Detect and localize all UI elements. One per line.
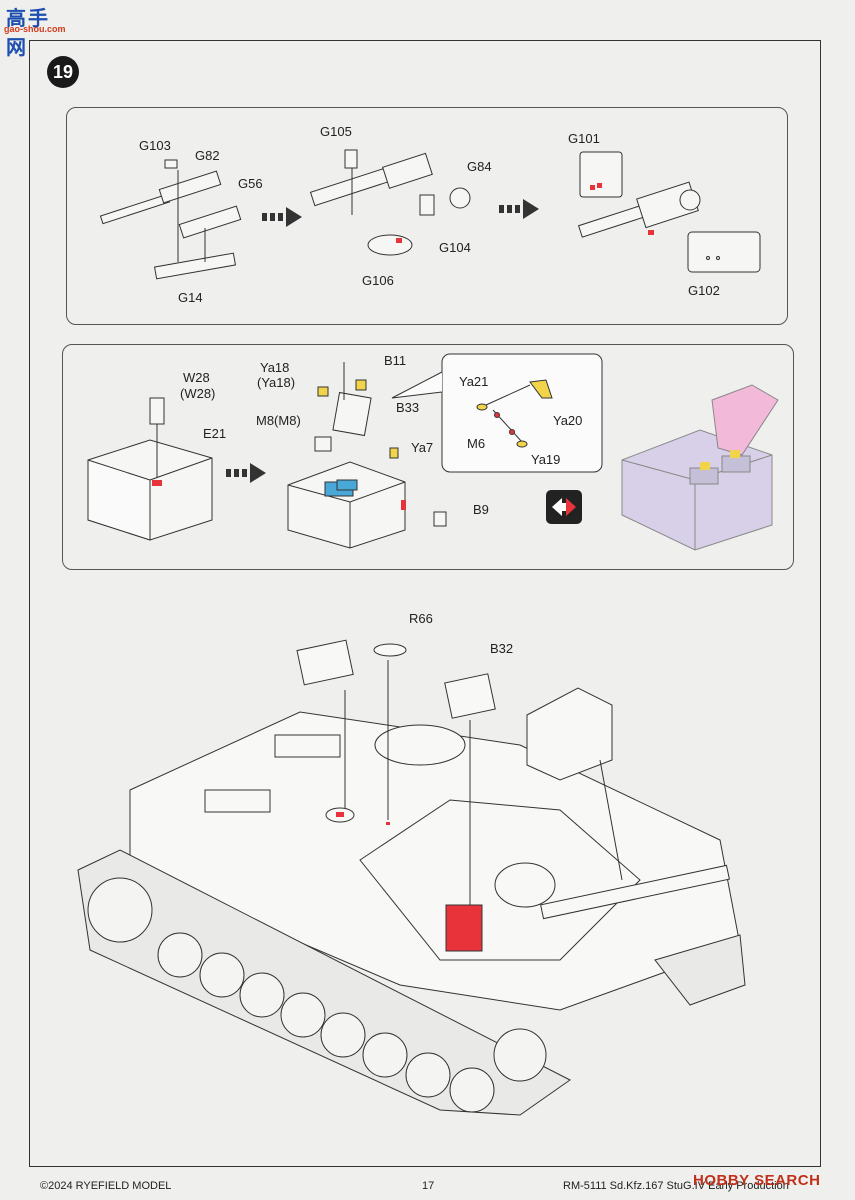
part-label-g106: G106 <box>362 273 394 288</box>
part-label-ya18-alt: (Ya18) <box>257 375 296 390</box>
part-label-m6: M6 <box>467 436 486 451</box>
part-label-e21: E21 <box>203 426 227 441</box>
part-label-b9: B9 <box>473 502 489 517</box>
part-label-w28-alt: (W28) <box>180 386 216 401</box>
sub-assembly-panel-stowage-bin <box>62 344 794 570</box>
mg-exploded-drawing <box>99 159 242 280</box>
step-arrow <box>499 199 539 219</box>
footer-page-number: 17 <box>422 1180 435 1192</box>
sub-assembly-panel-machine-gun <box>66 107 788 325</box>
footer-watermark-brand: HOBBY SEARCH <box>693 1172 820 1189</box>
step-arrow <box>262 207 302 227</box>
step-arrow <box>226 463 266 483</box>
part-label-g56: G56 <box>238 176 263 191</box>
part-label-r66: R66 <box>409 611 433 626</box>
part-label-g102: G102 <box>688 283 720 298</box>
stowage-bin-assembly-drawing <box>287 362 447 549</box>
part-label-ya7: Ya7 <box>411 440 434 455</box>
painted-stowage-bin-render <box>621 384 779 551</box>
footer-product-name: RM-5111 Sd.Kfz.167 StuG.IV Early Product… <box>563 1180 789 1192</box>
part-label-w28: W28 <box>183 370 210 385</box>
part-label-g84: G84 <box>467 159 492 174</box>
part-label-b32: B32 <box>490 641 514 656</box>
part-label-g103: G103 <box>139 138 171 153</box>
part-label-ya20: Ya20 <box>553 413 583 428</box>
footer-copyright: ©2024 RYEFIELD MODEL <box>40 1180 172 1192</box>
part-label-ya21: Ya21 <box>459 374 489 389</box>
footer-watermark-text: HOBBY SEARCH <box>693 1172 821 1189</box>
part-label-g14: G14 <box>178 290 203 305</box>
mg-with-shields-drawing <box>577 151 761 273</box>
part-label-ya18: Ya18 <box>260 360 290 375</box>
page-border <box>29 40 821 1167</box>
part-label-b33: B33 <box>396 400 420 415</box>
part-label-g105: G105 <box>320 124 352 139</box>
part-label-m8: M8(M8) <box>256 413 301 428</box>
part-label-b11: B11 <box>384 353 407 368</box>
watermark-site-url: gao-shou.com <box>4 24 66 34</box>
reverse-direction-icon <box>546 490 582 524</box>
vehicle-main-drawing <box>77 639 746 1116</box>
stowage-bin-e21-drawing <box>87 397 213 541</box>
watermark-logo: 高手网 gao-shou.com <box>0 0 70 59</box>
part-label-ya19: Ya19 <box>531 452 561 467</box>
part-label-g104: G104 <box>439 240 471 255</box>
step-number-badge: 19 <box>47 56 79 88</box>
watermark-site-name: 高手网 <box>6 8 50 59</box>
detail-callout <box>391 353 603 473</box>
part-label-g82: G82 <box>195 148 220 163</box>
part-label-g101: G101 <box>568 131 600 146</box>
mg-mount-assembly-drawing <box>309 149 471 256</box>
